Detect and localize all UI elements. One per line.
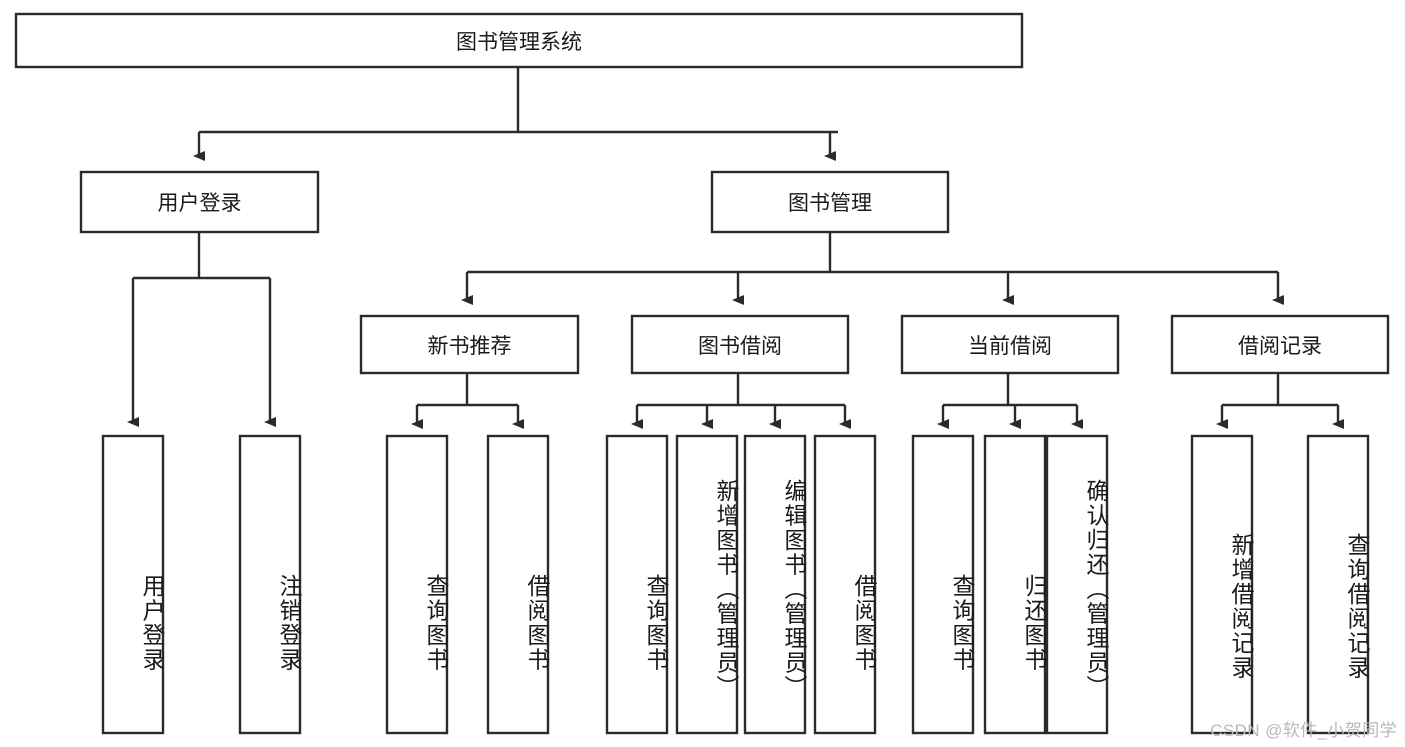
- node-box-leaf-add-record[interactable]: [1190, 434, 1254, 735]
- connector-group-book-borrow: [631, 373, 851, 429]
- node-box-new-book-recommend[interactable]: [359, 314, 580, 375]
- node-box-leaf-edit-book[interactable]: [743, 434, 807, 735]
- connector-group-borrow-record: [1216, 373, 1344, 429]
- connector-group-current-borrow: [937, 373, 1083, 429]
- node-box-leaf-query-book-3[interactable]: [911, 434, 975, 735]
- node-box-leaf-query-record[interactable]: [1306, 434, 1370, 735]
- node-box-borrow-record[interactable]: [1170, 314, 1390, 375]
- node-box-current-borrow[interactable]: [900, 314, 1120, 375]
- node-box-leaf-borrow-book-2[interactable]: [813, 434, 877, 735]
- connector-group-book-manage: [461, 233, 1284, 305]
- node-box-leaf-user-logout[interactable]: [238, 434, 302, 735]
- node-box-leaf-return-book[interactable]: [983, 434, 1047, 735]
- node-box-leaf-query-book-2[interactable]: [605, 434, 669, 735]
- node-box-leaf-query-book-1[interactable]: [385, 434, 449, 735]
- node-box-root[interactable]: [14, 12, 1024, 69]
- connector-group-root: [193, 68, 838, 161]
- node-box-book-borrow[interactable]: [630, 314, 850, 375]
- node-box-leaf-borrow-book-1[interactable]: [486, 434, 550, 735]
- connector-group-new-book-recommend: [411, 373, 524, 429]
- node-box-leaf-user-login[interactable]: [101, 434, 165, 735]
- node-box-leaf-add-book[interactable]: [675, 434, 739, 735]
- node-box-user-login[interactable]: [79, 170, 320, 234]
- node-box-book-manage[interactable]: [710, 170, 950, 234]
- connector-group-user-login: [127, 233, 276, 427]
- watermark-text: CSDN @软件_小贺同学: [1210, 721, 1397, 740]
- node-box-leaf-confirm-return[interactable]: [1045, 434, 1109, 735]
